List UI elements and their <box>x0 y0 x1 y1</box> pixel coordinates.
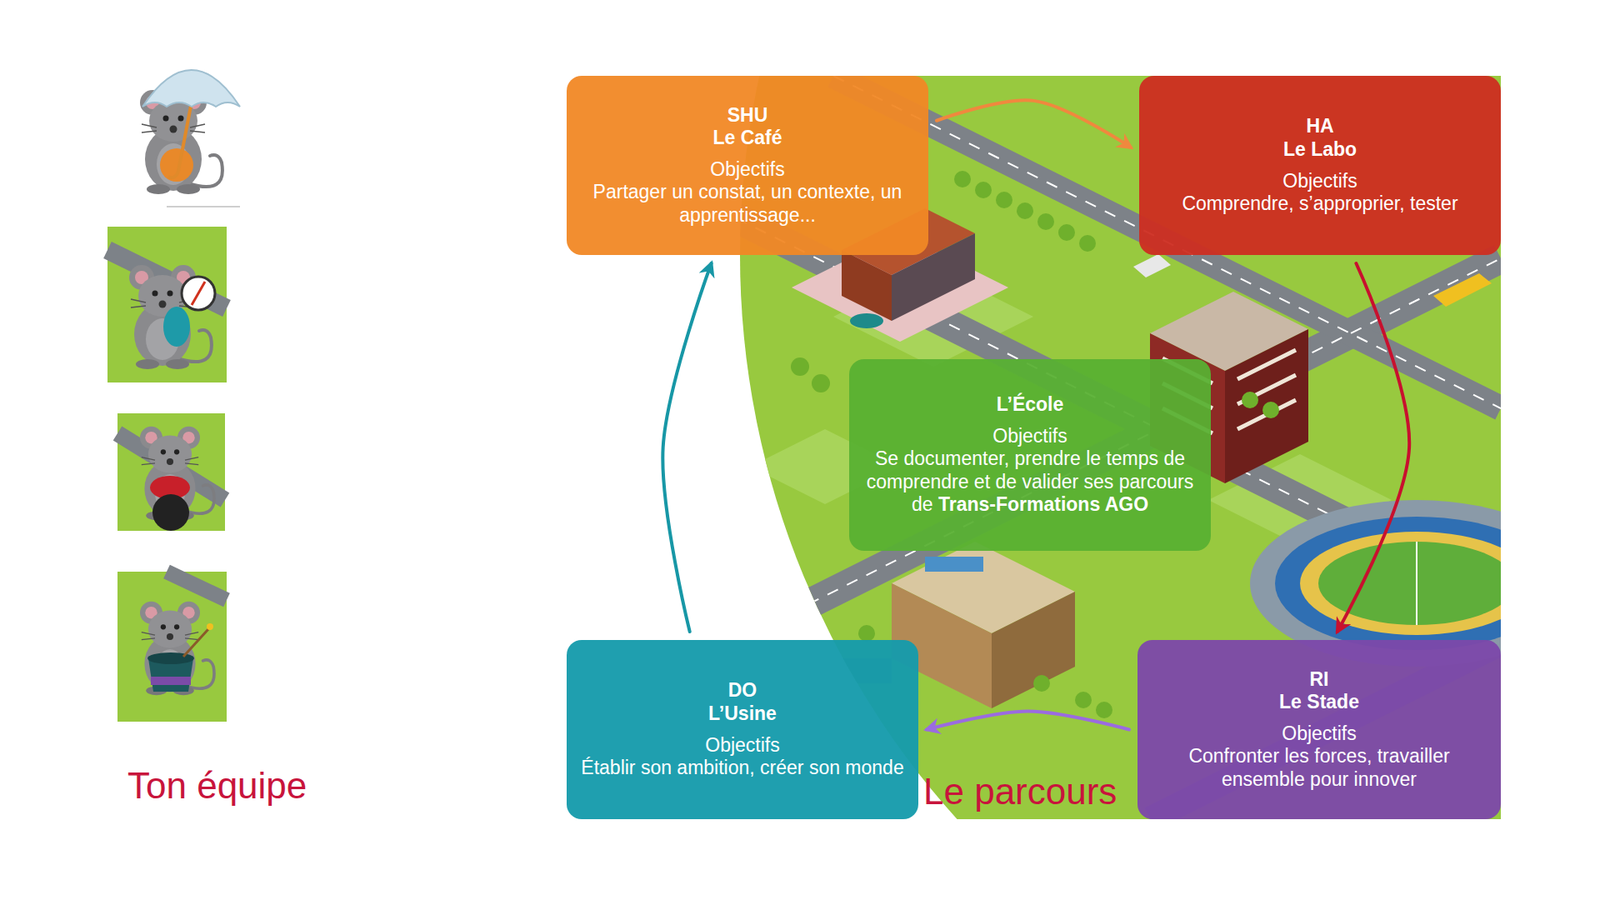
box-body-text: Partager un constat, un contexte, un app… <box>580 180 915 227</box>
compass-needle <box>191 281 205 305</box>
map-tile <box>117 413 225 531</box>
box-body-text: Trans-Formations AGO <box>938 493 1149 515</box>
backpack <box>163 306 190 347</box>
box-content: HALe LaboObjectifsComprendre, s’appropri… <box>1152 115 1488 215</box>
trees <box>1033 675 1050 692</box>
box-body-text: Comprendre, s’approprier, tester <box>1152 192 1488 216</box>
box-content: SHULe CaféObjectifsPartager un constat, … <box>580 104 915 228</box>
ecole-box: L’ÉcoleObjectifsSe documenter, prendre l… <box>849 359 1211 551</box>
stadium <box>1415 541 1418 625</box>
box-heading: L’École <box>862 393 1198 417</box>
box-content: RILe StadeObjectifsConfronter les forces… <box>1150 668 1488 792</box>
factory-building <box>925 556 984 572</box>
compass <box>181 276 215 310</box>
iron-ball <box>152 494 190 531</box>
box-subheading: Objectifs <box>1150 722 1488 746</box>
bus <box>1133 254 1492 307</box>
trees <box>1037 213 1055 230</box>
hat-band <box>150 676 191 685</box>
usine-box: DOL’UsineObjectifsÉtablir son ambition, … <box>566 640 919 820</box>
box-heading: Le Café <box>580 126 915 150</box>
box-heading: SHU <box>580 104 915 128</box>
trees <box>790 357 810 376</box>
cafe-building <box>841 250 892 321</box>
factory-building <box>991 591 1075 709</box>
wand-spark <box>206 623 214 630</box>
trees <box>766 591 784 609</box>
flow-arrow <box>1337 263 1410 632</box>
flow-arrow <box>936 100 1131 148</box>
box-heading: L’Usine <box>580 702 905 726</box>
box-body-text: Confronter les forces, travailler ensemb… <box>1150 745 1488 791</box>
magic-wand <box>183 629 209 657</box>
trees <box>1058 224 1075 241</box>
box-heading: Le Stade <box>1150 690 1488 715</box>
team-caption: Ton équipe <box>127 765 307 808</box>
trees <box>975 181 992 199</box>
trees <box>1016 202 1034 220</box>
trees <box>811 374 830 393</box>
separator-line <box>166 205 240 208</box>
box-subheading: Objectifs <box>1152 170 1488 194</box>
trees <box>995 191 1013 209</box>
map-tile <box>107 226 227 383</box>
team-mouse-hat <box>117 571 227 722</box>
flow-arrow <box>662 263 711 632</box>
cafe-box: SHULe CaféObjectifsPartager un constat, … <box>566 75 929 255</box>
team-mouse-compass <box>107 226 227 383</box>
mouse-figure <box>140 601 215 696</box>
trees <box>1262 401 1280 419</box>
box-heading: RI <box>1150 668 1488 692</box>
trees <box>858 625 875 642</box>
cafe-building <box>850 313 884 329</box>
trees <box>787 575 805 592</box>
bus <box>1133 254 1171 278</box>
trees <box>1075 691 1092 709</box>
route-caption: Le parcours <box>923 770 1117 814</box>
bus <box>1433 273 1492 307</box>
box-body-text: Établir son ambition, créer son monde <box>580 756 905 780</box>
team-mouse-umbrella <box>140 70 240 207</box>
box-subheading: Objectifs <box>862 425 1198 449</box>
mouse-figure <box>140 90 223 195</box>
box-heading: Le Labo <box>1152 138 1488 162</box>
trees <box>1079 235 1096 252</box>
map-tile <box>117 571 227 722</box>
stadium <box>1275 516 1501 650</box>
umbrella <box>142 70 240 107</box>
box-subheading: Objectifs <box>580 734 905 758</box>
box-heading: DO <box>580 679 905 703</box>
trees <box>1095 701 1113 719</box>
team-mouse-ball <box>117 413 225 531</box>
labo-box: HALe LaboObjectifsComprendre, s’appropri… <box>1139 75 1501 255</box>
stade-box: RILe StadeObjectifsConfronter les forces… <box>1137 640 1501 820</box>
stadium <box>1318 541 1501 625</box>
trees <box>1241 391 1259 409</box>
map-road <box>166 571 227 600</box>
box-heading: HA <box>1152 115 1488 139</box>
stadium <box>1300 531 1501 635</box>
flow-arrow <box>926 711 1130 730</box>
umbrella-handle <box>168 101 192 178</box>
box-subheading: Objectifs <box>580 158 915 182</box>
trees <box>954 170 971 188</box>
box-content: DOL’UsineObjectifsÉtablir son ambition, … <box>580 679 905 780</box>
box-content: L’ÉcoleObjectifsSe documenter, prendre l… <box>862 393 1198 517</box>
